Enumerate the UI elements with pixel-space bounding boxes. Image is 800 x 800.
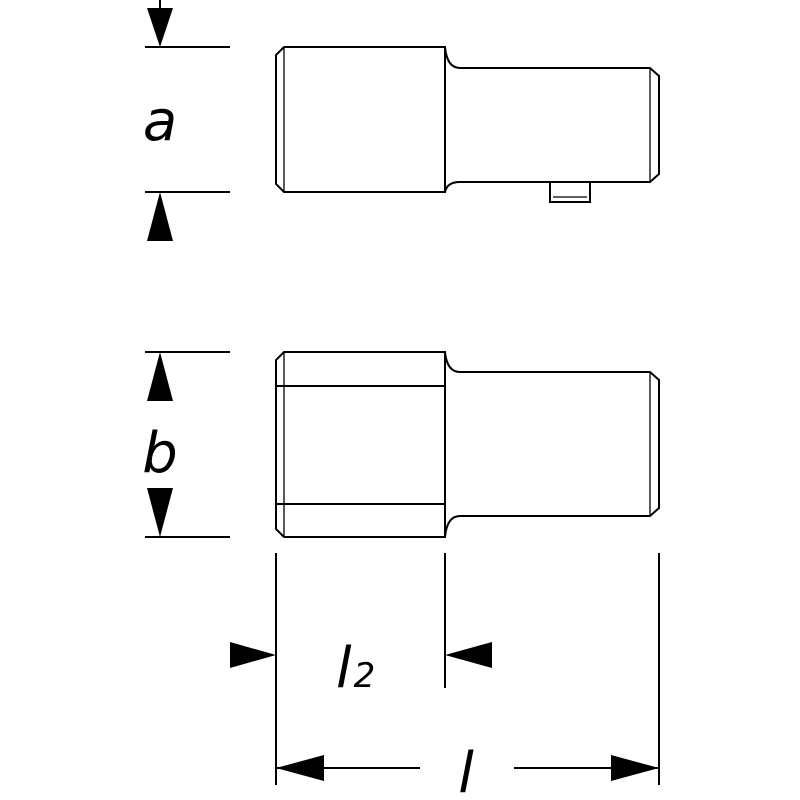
dim-l-label: l [458,741,474,800]
dim-l-arrow-right [611,755,659,781]
length-dimensions: l2 l [230,553,660,800]
dim-b-label: b [142,421,178,486]
top-square-drive [444,46,660,193]
dim-l2-label: l2 [336,636,375,701]
side-view: b [142,351,660,538]
side-square-drive [444,351,660,538]
dim-a-arrow-top [147,8,173,47]
dim-l2-arrow-right [445,642,492,668]
dim-a-arrow-bottom [147,192,173,241]
dim-a-label: a [143,89,177,154]
side-body [275,351,446,538]
detent-pin [549,181,591,203]
dim-l2-label-base: l [336,636,352,701]
dim-l2-label-subscript: 2 [354,656,376,696]
dim-l2-arrow-left [230,642,276,668]
dim-l-arrow-left [276,755,324,781]
top-body [275,46,446,193]
dim-b-arrow-top [147,352,173,401]
dim-b-arrow-bottom [147,488,173,537]
top-view: a [143,0,660,241]
